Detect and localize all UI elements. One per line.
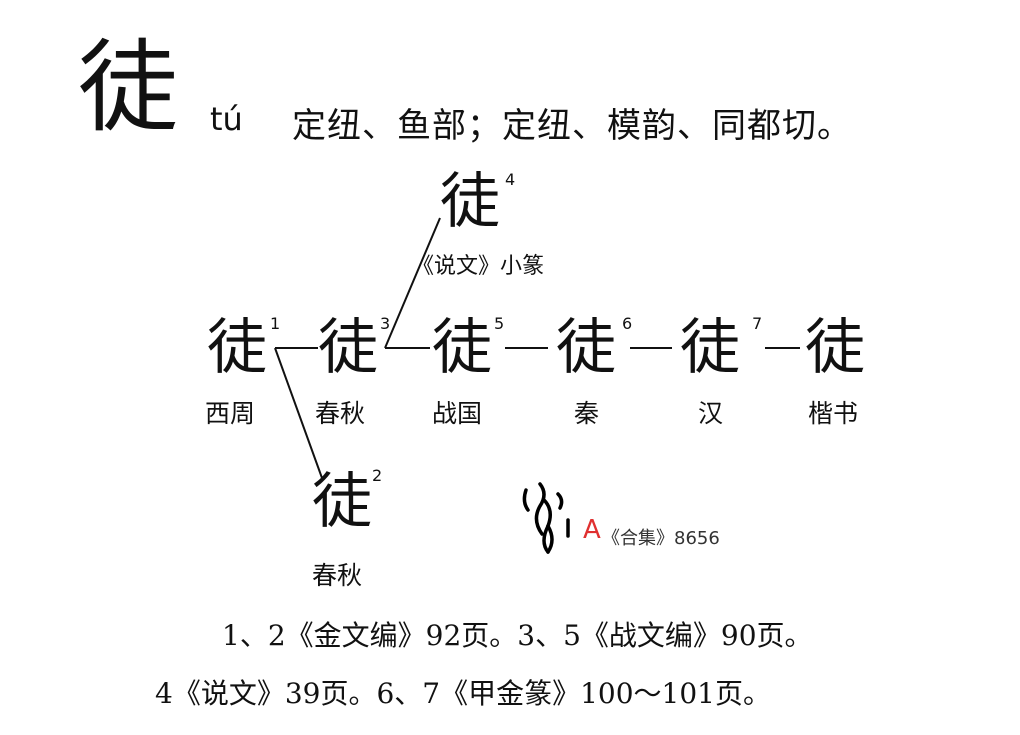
head-character: 徒 (78, 29, 178, 146)
glyph-form-1: 徒 (207, 313, 267, 383)
form-number-5: 5 (494, 314, 505, 333)
form-number-3: 3 (380, 314, 391, 333)
glyph-form-2: 徒 (312, 467, 372, 537)
sources-line-2: 4《说文》39页。6、7《甲金篆》100～101页。 (155, 677, 771, 710)
form-number-7: 7 (752, 314, 763, 333)
form-label-6: 秦 (574, 399, 600, 428)
form-label-4: 《说文》小篆 (412, 254, 545, 279)
form-label-8: 楷书 (808, 399, 859, 428)
form-label-5: 战国 (432, 399, 483, 428)
form-number-2: 2 (372, 466, 383, 485)
oracle-source: 《合集》8656 (602, 528, 720, 549)
form-label-3: 春秋 (315, 399, 366, 428)
form-number-1: 1 (270, 314, 281, 333)
connector-1-2 (274, 347, 323, 479)
form-label-7: 汉 (698, 399, 724, 428)
phonology-note: 定纽、鱼部；定纽、模韵、同都切。 (292, 106, 852, 146)
oracle-mark-a: A (583, 515, 601, 545)
form-label-1: 西周 (205, 399, 256, 428)
glyph-form-6: 徒 (556, 313, 616, 383)
pinyin: tú (210, 100, 243, 138)
form-label-2: 春秋 (312, 561, 363, 590)
glyph-form-7: 徒 (680, 313, 740, 383)
glyph-form-8: 徒 (805, 313, 865, 383)
form-number-6: 6 (622, 314, 633, 333)
connector-3-4 (384, 217, 441, 349)
sources-line-1: 1、2《金文编》92页。3、5《战文编》90页。 (222, 619, 813, 652)
oracle-bone-glyph-image (522, 482, 570, 554)
glyph-form-5: 徒 (432, 313, 492, 383)
form-number-4: 4 (505, 170, 516, 189)
glyph-form-3: 徒 (318, 313, 378, 383)
glyph-form-4: 徒 (440, 167, 500, 237)
